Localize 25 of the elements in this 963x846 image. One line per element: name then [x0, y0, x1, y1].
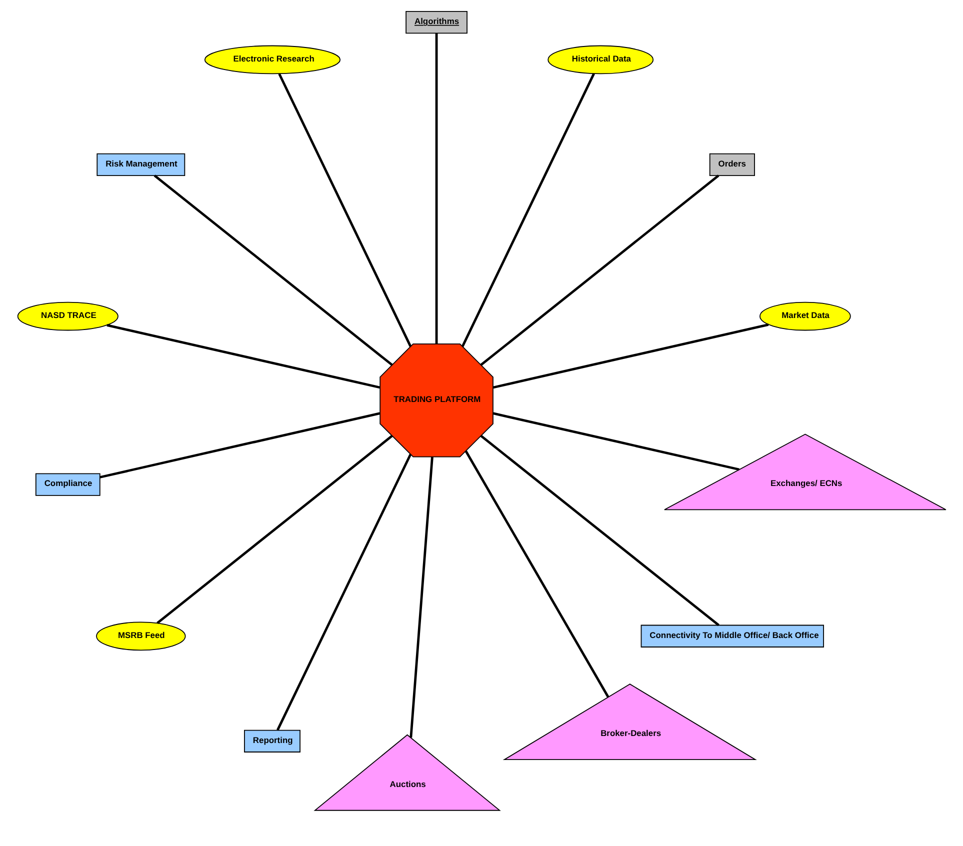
node-box: Risk Management: [96, 152, 185, 176]
connector: [278, 72, 412, 346]
node-ellipse: Electronic Research: [204, 44, 340, 74]
connector: [464, 450, 609, 698]
node-box: Reporting: [244, 729, 300, 752]
node-box: Connectivity To Middle Office/ Back Office: [640, 624, 824, 647]
connector: [99, 412, 380, 478]
node-box: Orders: [708, 152, 754, 176]
node-ellipse: MSRB Feed: [96, 621, 186, 650]
node-ellipse: Historical Data: [547, 44, 654, 74]
connector: [492, 322, 768, 388]
connector: [409, 456, 433, 738]
connector: [480, 434, 719, 626]
node-box: Compliance: [34, 472, 100, 496]
node-ellipse: Market Data: [759, 301, 850, 330]
connector: [480, 174, 719, 366]
connector: [153, 174, 392, 366]
connector: [492, 412, 739, 470]
connector: [106, 324, 380, 388]
connector: [434, 32, 438, 344]
connector: [276, 453, 412, 730]
connector: [460, 72, 594, 346]
connector: [156, 434, 392, 624]
node-box: Algorithms: [405, 10, 467, 34]
node-ellipse: NASD TRACE: [16, 301, 118, 330]
